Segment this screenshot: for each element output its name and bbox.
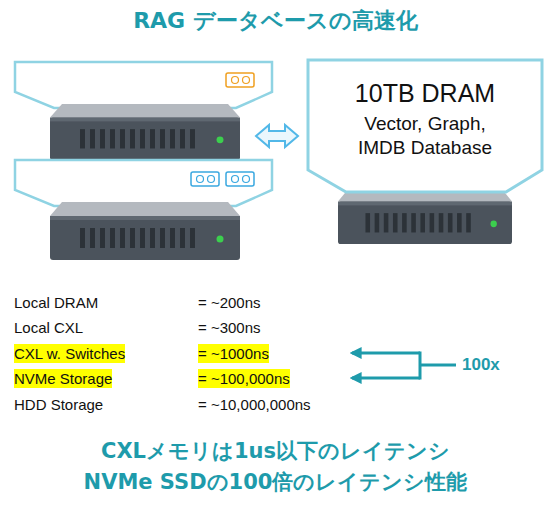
row-name: Local DRAM: [14, 293, 98, 312]
card-fan: [232, 77, 239, 84]
server-panel: [15, 160, 272, 206]
bracket-arrows: [352, 352, 456, 380]
latency-value: = ~100,000ns: [198, 369, 290, 388]
memory-server-box: 10TB DRAM Vector, Graph, IMDB Database: [306, 58, 544, 194]
server-icon: [50, 104, 240, 160]
ratio-label: 100x: [462, 355, 500, 374]
latency-value: = ~1000ns: [198, 344, 269, 363]
card-fan: [243, 176, 250, 183]
latency-value: = ~10,000,000ns: [198, 395, 311, 414]
node-body: Vector, Graph, IMDB Database: [340, 112, 510, 160]
double-arrow: [256, 125, 298, 147]
server-icon: [50, 202, 240, 260]
row-name: CXL w. Switches: [14, 344, 125, 363]
callout-shape: [308, 60, 542, 192]
card-body: [226, 73, 254, 87]
title: RAG データベースの高速化: [0, 6, 551, 36]
server-icon: [338, 188, 512, 244]
caption: CXLメモリは1us以下のレイテンシ NVMe SSDの100倍のレイテンシ性能: [78, 436, 473, 498]
card-fan: [208, 176, 215, 183]
row-name: Local CXL: [14, 318, 83, 337]
gpu-card: [191, 172, 254, 186]
bracket-line: [420, 364, 456, 367]
pointer-arrow: [352, 352, 420, 355]
latency-value: = ~200ns: [198, 293, 261, 312]
card-body: [191, 172, 219, 186]
latency-value: = ~300ns: [198, 318, 261, 337]
gpu-card: [226, 73, 254, 87]
card-body: [226, 172, 254, 186]
row-name: HDD Storage: [14, 395, 103, 414]
server-panel: [15, 62, 272, 108]
card-fan: [197, 176, 204, 183]
card-fan: [232, 176, 239, 183]
card-fan: [243, 77, 250, 84]
row-name: NVMe Storage: [14, 369, 112, 388]
pointer-arrow: [352, 377, 420, 380]
node-heading: 10TB DRAM: [315, 78, 535, 108]
